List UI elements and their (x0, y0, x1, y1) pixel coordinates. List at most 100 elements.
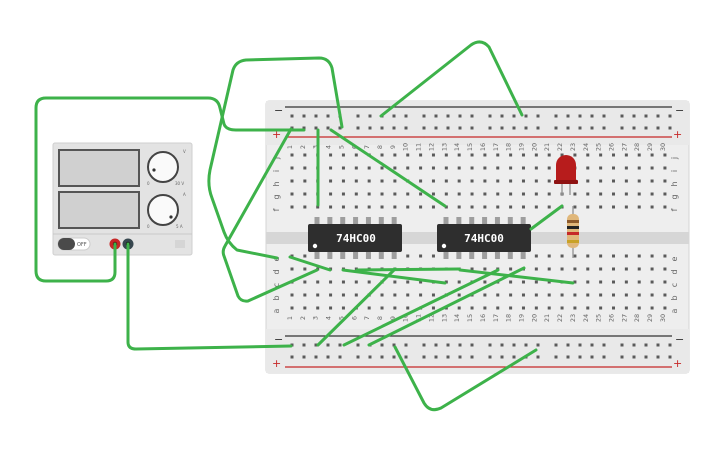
breadboard-hole[interactable] (470, 166, 474, 170)
breadboard-hole[interactable] (341, 153, 345, 157)
breadboard-hole[interactable] (573, 267, 577, 271)
breadboard-hole[interactable] (547, 293, 551, 297)
rail-hole[interactable] (512, 114, 516, 118)
breadboard-hole[interactable] (406, 254, 410, 258)
rail-hole[interactable] (656, 114, 660, 118)
breadboard-hole[interactable] (560, 293, 564, 297)
breadboard-hole[interactable] (483, 179, 487, 183)
rail-hole[interactable] (356, 343, 360, 347)
rail-hole[interactable] (566, 355, 570, 359)
breadboard-hole[interactable] (354, 153, 358, 157)
rail-hole[interactable] (422, 114, 426, 118)
breadboard-hole[interactable] (367, 306, 371, 310)
breadboard-hole[interactable] (637, 254, 641, 258)
breadboard-hole[interactable] (470, 205, 474, 209)
rail-hole[interactable] (338, 355, 342, 359)
breadboard-hole[interactable] (483, 280, 487, 284)
breadboard-hole[interactable] (290, 153, 294, 157)
rail-hole[interactable] (536, 355, 540, 359)
breadboard-hole[interactable] (663, 166, 667, 170)
breadboard-hole[interactable] (637, 205, 641, 209)
rail-hole[interactable] (380, 343, 384, 347)
breadboard-hole[interactable] (599, 179, 603, 183)
breadboard-hole[interactable] (483, 205, 487, 209)
rail-hole[interactable] (632, 126, 636, 130)
rail-hole[interactable] (338, 126, 342, 130)
breadboard-hole[interactable] (599, 267, 603, 271)
rail-hole[interactable] (356, 126, 360, 130)
breadboard-hole[interactable] (586, 306, 590, 310)
rail-hole[interactable] (590, 126, 594, 130)
breadboard-hole[interactable] (316, 205, 320, 209)
wire-chip2-link[interactable] (458, 268, 575, 285)
breadboard-hole[interactable] (367, 280, 371, 284)
breadboard-hole[interactable] (599, 166, 603, 170)
breadboard-hole[interactable] (393, 280, 397, 284)
rail-hole[interactable] (524, 114, 528, 118)
breadboard-hole[interactable] (650, 166, 654, 170)
chip-2[interactable]: 74HC00 (437, 217, 531, 259)
breadboard-hole[interactable] (290, 166, 294, 170)
breadboard-hole[interactable] (354, 205, 358, 209)
breadboard-hole[interactable] (573, 153, 577, 157)
breadboard-hole[interactable] (341, 192, 345, 196)
breadboard-hole[interactable] (650, 306, 654, 310)
rail-hole[interactable] (446, 343, 450, 347)
rail-hole[interactable] (668, 114, 672, 118)
breadboard-hole[interactable] (329, 179, 333, 183)
breadboard-hole[interactable] (380, 166, 384, 170)
rail-hole[interactable] (368, 126, 372, 130)
breadboard-hole[interactable] (509, 179, 513, 183)
rail-hole[interactable] (368, 355, 372, 359)
breadboard-hole[interactable] (380, 192, 384, 196)
breadboard-hole[interactable] (470, 153, 474, 157)
breadboard-hole[interactable] (637, 153, 641, 157)
breadboard-hole[interactable] (573, 280, 577, 284)
rail-hole[interactable] (404, 126, 408, 130)
breadboard-hole[interactable] (380, 306, 384, 310)
breadboard-hole[interactable] (534, 306, 538, 310)
breadboard-hole[interactable] (290, 192, 294, 196)
rail-hole[interactable] (470, 343, 474, 347)
rail-hole[interactable] (422, 343, 426, 347)
rail-hole[interactable] (338, 343, 342, 347)
breadboard-hole[interactable] (393, 205, 397, 209)
breadboard-hole[interactable] (521, 205, 525, 209)
breadboard-hole[interactable] (586, 179, 590, 183)
rail-hole[interactable] (602, 126, 606, 130)
power-toggle[interactable]: OFF (57, 237, 91, 251)
breadboard-hole[interactable] (290, 254, 294, 258)
rail-hole[interactable] (644, 343, 648, 347)
wire-chip-link[interactable] (341, 268, 447, 285)
breadboard-hole[interactable] (650, 267, 654, 271)
breadboard-hole[interactable] (509, 306, 513, 310)
breadboard-hole[interactable] (483, 306, 487, 310)
breadboard-hole[interactable] (380, 179, 384, 183)
breadboard-hole[interactable] (637, 192, 641, 196)
rail-hole[interactable] (326, 114, 330, 118)
breadboard-hole[interactable] (303, 153, 307, 157)
rail-hole[interactable] (356, 114, 360, 118)
rail-hole[interactable] (314, 343, 318, 347)
breadboard-hole[interactable] (431, 166, 435, 170)
breadboard-hole[interactable] (406, 192, 410, 196)
rail-hole[interactable] (566, 343, 570, 347)
breadboard-hole[interactable] (560, 153, 564, 157)
breadboard-hole[interactable] (496, 179, 500, 183)
breadboard-hole[interactable] (457, 166, 461, 170)
breadboard-hole[interactable] (624, 166, 628, 170)
breadboard-hole[interactable] (547, 254, 551, 258)
breadboard-hole[interactable] (573, 254, 577, 258)
rail-hole[interactable] (470, 355, 474, 359)
rail-hole[interactable] (536, 114, 540, 118)
rail-hole[interactable] (554, 114, 558, 118)
breadboard-hole[interactable] (521, 179, 525, 183)
breadboard-hole[interactable] (663, 306, 667, 310)
breadboard-hole[interactable] (534, 192, 538, 196)
breadboard-hole[interactable] (496, 205, 500, 209)
wire-to-bottom-rail-2[interactable] (342, 268, 500, 347)
breadboard-hole[interactable] (419, 205, 423, 209)
breadboard-hole[interactable] (624, 254, 628, 258)
rail-hole[interactable] (302, 343, 306, 347)
breadboard-hole[interactable] (612, 192, 615, 196)
